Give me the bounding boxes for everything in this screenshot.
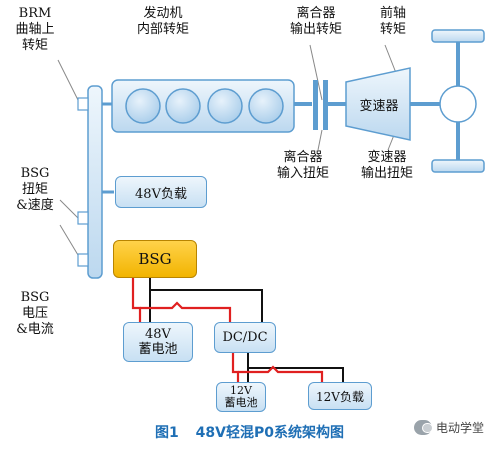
wechat-icon (414, 420, 433, 435)
bsg-box: BSG (113, 240, 197, 278)
figure-number: 图1 (155, 425, 179, 441)
engine-torque-label: 发动机 内部转矩 (136, 6, 189, 37)
watermark: 电动学堂 (414, 419, 484, 436)
wheel-top (431, 29, 485, 43)
positive-wiring (131, 278, 324, 382)
engine-cylinder (207, 88, 243, 124)
battery-12v-label: 12V 蓄电池 (224, 384, 258, 409)
battery-48v-label: 48V 蓄电池 (138, 327, 178, 357)
figure-title: 48V轻混P0系统架构图 (195, 425, 344, 441)
clutch-plate (323, 80, 328, 130)
clutch-input-label: 离合器 输入扭矩 (276, 150, 329, 181)
dcdc-label: DC/DC (222, 330, 268, 345)
wheel-bottom (431, 159, 485, 173)
battery-12v-box: 12V 蓄电池 (216, 382, 266, 412)
bsg-torque-speed-label: BSG 扭矩 &速度 (16, 166, 54, 213)
dcdc-box: DC/DC (214, 322, 276, 353)
load-48v-box: 48V负载 (115, 176, 207, 208)
belt-drive (87, 85, 103, 279)
watermark-text: 电动学堂 (436, 421, 485, 435)
gearbox-shape (345, 67, 411, 141)
bsg-pulley-bottom (77, 253, 89, 267)
crank-pulley (77, 97, 89, 111)
bsg-pulley-top (77, 211, 89, 225)
label-pointers (57, 44, 399, 256)
front-axle-label: 前轴 转矩 (379, 6, 406, 37)
engine-cylinder (248, 88, 284, 124)
gearbox-label: 变速器 (359, 98, 399, 114)
gearbox-output-label: 变速器 输出扭矩 (360, 150, 413, 181)
negative-wiring (149, 278, 344, 382)
bsg-label: BSG (138, 250, 172, 268)
engine-cylinder (125, 88, 161, 124)
figure-caption: 图1 48V轻混P0系统架构图 (0, 422, 499, 442)
load-12v-label: 12V负载 (316, 389, 364, 404)
battery-48v-box: 48V 蓄电池 (123, 322, 193, 362)
brm-torque-label: BRM 曲轴上 转矩 (15, 6, 55, 53)
clutch-output-label: 离合器 输出转矩 (289, 6, 342, 37)
bsg-voltage-current-label: BSG 电压 &电流 (16, 290, 54, 337)
clutch-plate (313, 80, 318, 130)
gearbox-label-box: 变速器 (354, 90, 404, 118)
differential (439, 85, 477, 123)
engine-cylinder (165, 88, 201, 124)
load-12v-box: 12V负载 (308, 382, 372, 410)
load-48v-label: 48V负载 (135, 186, 187, 202)
